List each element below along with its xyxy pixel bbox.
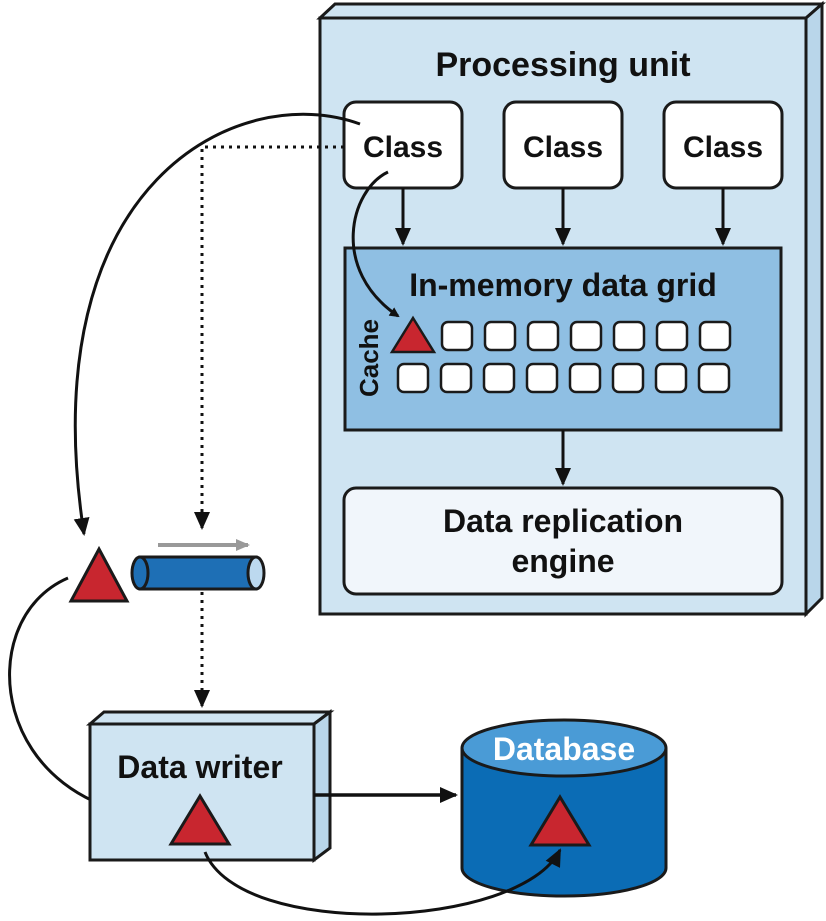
cache-cell bbox=[439, 362, 473, 394]
data-grid-title: In-memory data grid bbox=[409, 267, 717, 303]
database-label: Database bbox=[493, 731, 635, 767]
cache-cell bbox=[482, 362, 516, 394]
message-object-icon bbox=[68, 545, 130, 603]
cache-cell bbox=[569, 320, 603, 352]
cache-cell bbox=[568, 362, 602, 394]
cache-cell bbox=[526, 320, 560, 352]
class-label-3: Class bbox=[683, 131, 763, 164]
cache-cell bbox=[698, 320, 732, 352]
class-box-3: Class bbox=[662, 100, 784, 190]
cache-cell bbox=[655, 320, 689, 352]
database-cylinder: Database bbox=[460, 718, 668, 898]
cached-object-icon bbox=[389, 315, 437, 354]
processing-unit-title: Processing unit bbox=[435, 46, 690, 84]
in-memory-data-grid: In-memory data grid Cache bbox=[343, 246, 783, 432]
cache-cell bbox=[396, 362, 430, 394]
cache-cells bbox=[396, 320, 732, 394]
cache-cell bbox=[483, 320, 517, 352]
class-label-2: Class bbox=[523, 131, 603, 164]
cache-cell bbox=[612, 320, 646, 352]
stored-object-icon bbox=[528, 794, 592, 847]
cache-cell bbox=[440, 320, 474, 352]
cache-cell bbox=[697, 362, 731, 394]
class-label-1: Class bbox=[363, 131, 443, 164]
replication-label-line1: Data replication bbox=[443, 503, 683, 539]
cache-cell bbox=[525, 362, 559, 394]
data-replication-engine: Data replication engine bbox=[342, 486, 784, 596]
class-box-1: Class bbox=[342, 100, 464, 190]
replication-label-line2: engine bbox=[511, 543, 614, 579]
class-box-2: Class bbox=[502, 100, 624, 190]
cache-label: Cache bbox=[354, 319, 384, 397]
arrow-writer-to-db-bottom bbox=[203, 848, 562, 916]
data-writer-box: Data writer bbox=[85, 709, 335, 863]
message-queue-icon bbox=[130, 539, 266, 591]
cache-cell bbox=[611, 362, 645, 394]
cache-cell bbox=[654, 362, 688, 394]
arrow-class-to-message bbox=[73, 112, 361, 536]
data-writer-label: Data writer bbox=[117, 749, 282, 785]
writer-object-icon bbox=[168, 793, 232, 846]
arrow-class-to-cache bbox=[351, 170, 400, 318]
